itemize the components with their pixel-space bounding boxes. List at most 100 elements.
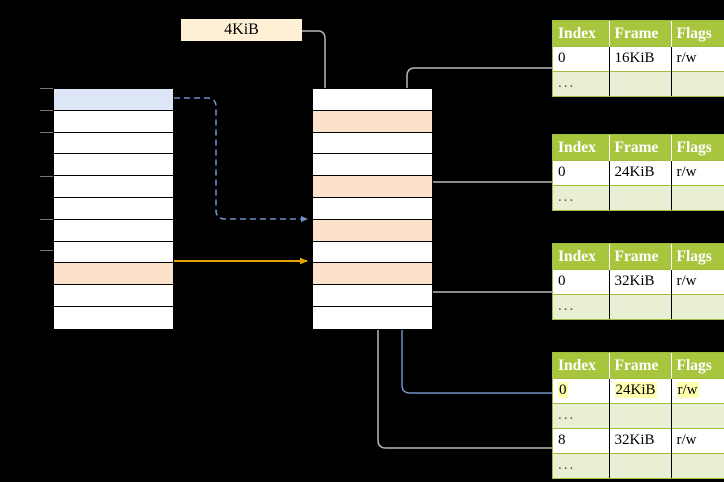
table-cell-frame: 32KiB	[609, 268, 672, 294]
table-cell-frame: 24KiB	[609, 159, 672, 185]
table-cell-flags	[671, 184, 724, 210]
table-cell-frame: 24KiB	[609, 377, 672, 403]
physical-frame-row-8	[313, 263, 432, 286]
cell-value: 24KiB	[614, 382, 657, 398]
column-header-index: Index	[553, 353, 610, 378]
physical-frame-row-4	[313, 176, 432, 198]
column-header-index: Index	[553, 244, 610, 269]
table-row-ellipsis: ...	[553, 70, 724, 96]
virtual-page-row-0	[54, 89, 173, 111]
tick-mark	[40, 88, 53, 90]
table-cell-frame: 32KiB	[609, 427, 672, 453]
physical-frame-row-0	[313, 89, 432, 111]
table-cell-flags: r/w	[671, 159, 724, 185]
table-cell-index: ...	[553, 402, 610, 428]
cell-value: r/w	[676, 273, 697, 289]
table-cell-index: ...	[553, 293, 610, 319]
cell-value: ...	[558, 189, 576, 206]
table-cell-frame	[609, 402, 672, 428]
table-cell-index: 0	[553, 268, 610, 294]
cell-value: r/w	[676, 382, 699, 398]
table-cell-index: 8	[553, 427, 610, 453]
physical-frame-row-7	[313, 241, 432, 264]
table-row-ellipsis: ...	[553, 452, 724, 478]
column-header-flags: Flags	[671, 244, 724, 269]
cell-value: r/w	[676, 432, 697, 448]
connector-vpage0-to-frame	[174, 97, 308, 223]
table-cell-flags	[671, 452, 724, 478]
physical-frame-row-1	[313, 110, 432, 133]
column-header-index: Index	[553, 135, 610, 160]
cell-value: 0	[558, 50, 566, 66]
cell-value: 0	[558, 164, 566, 180]
cell-value: 32KiB	[614, 273, 655, 289]
cell-value: 32KiB	[614, 432, 655, 448]
virtual-page-row-5	[54, 197, 173, 220]
cell-value: 16KiB	[614, 50, 655, 66]
table-cell-frame: 16KiB	[609, 45, 672, 71]
cell-value: ...	[558, 407, 576, 423]
table-cell-index: 0	[553, 159, 610, 185]
table-cell-frame	[609, 293, 672, 319]
table-cell-flags: r/w	[671, 268, 724, 294]
table-cell-index: ...	[553, 184, 610, 210]
cell-value: ...	[558, 75, 576, 92]
physical-frame-row-3	[313, 154, 432, 177]
column-header-index: Index	[553, 21, 610, 46]
column-header-frame: Frame	[609, 21, 672, 46]
virtual-page-row-3	[54, 154, 173, 177]
table-cell-index: 0	[553, 45, 610, 71]
virtual-page-row-1	[54, 110, 173, 133]
column-header-frame: Frame	[609, 244, 672, 269]
virtual-address-space-column	[53, 88, 174, 330]
table-cell-frame	[609, 184, 672, 210]
table-cell-flags: r/w	[671, 377, 724, 403]
column-header-flags: Flags	[671, 21, 724, 46]
table-row-ellipsis: ...	[553, 293, 724, 319]
cell-value: 0	[558, 382, 568, 398]
tick-mark	[40, 219, 53, 221]
table-cell-flags: r/w	[671, 427, 724, 453]
tick-mark	[40, 176, 53, 178]
table-row-ellipsis: ...	[553, 402, 724, 428]
table-cell-frame	[609, 452, 672, 478]
virtual-page-row-4	[54, 176, 173, 198]
physical-frame-row-2	[313, 132, 432, 155]
cell-value: r/w	[676, 164, 697, 180]
physical-memory-column	[312, 88, 433, 330]
table-row-ellipsis: ...	[553, 184, 724, 210]
virtual-page-row-9	[54, 285, 173, 307]
virtual-page-row-2	[54, 132, 173, 155]
table-cell-index: ...	[553, 452, 610, 478]
tick-mark	[40, 110, 53, 112]
table-row: 0 24KiB r/w	[553, 377, 724, 403]
table-cell-index: 0	[553, 377, 610, 403]
tick-mark	[40, 132, 53, 134]
table-cell-flags	[671, 293, 724, 319]
physical-frame-row-10	[313, 306, 432, 329]
physical-frame-row-9	[313, 285, 432, 307]
table-cell-flags	[671, 402, 724, 428]
cell-value: 24KiB	[614, 164, 655, 180]
virtual-page-row-10	[54, 306, 173, 329]
column-header-frame: Frame	[609, 353, 672, 378]
virtual-page-row-8	[54, 263, 173, 286]
physical-frame-row-5	[313, 197, 432, 220]
frame-size-label: 4KiB	[181, 19, 302, 41]
table-cell-index: ...	[553, 70, 610, 96]
table-row: 0 24KiB r/w	[553, 159, 724, 185]
table-cell-frame	[609, 70, 672, 96]
column-header-frame: Frame	[609, 135, 672, 160]
